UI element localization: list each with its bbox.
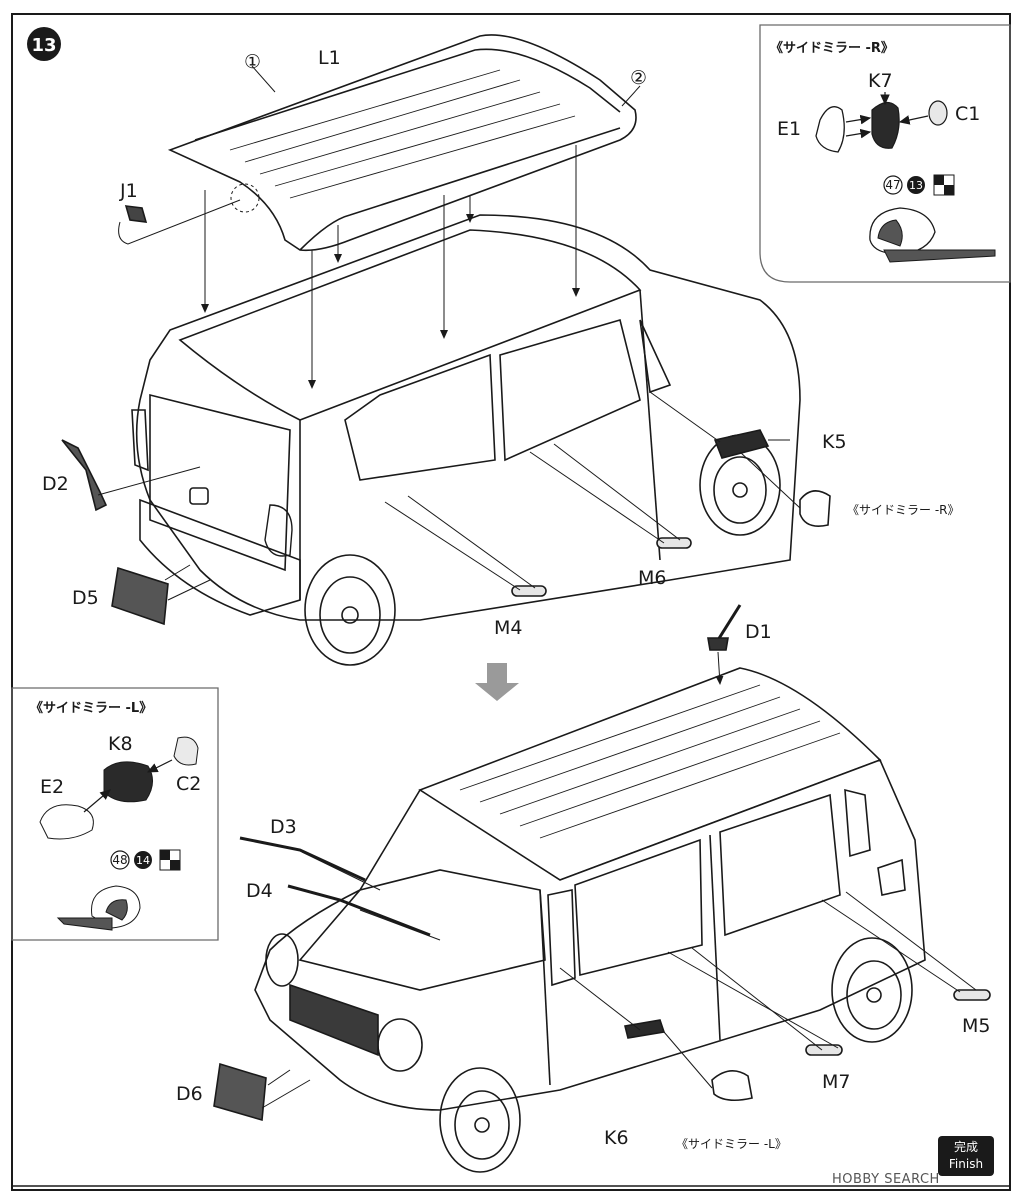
part-M7: M7	[822, 1071, 850, 1093]
step-ref-13: 13	[909, 179, 923, 192]
upper-car	[61, 34, 831, 666]
step-badge: 13	[27, 27, 61, 61]
finish-jp: 完成	[953, 1140, 978, 1154]
upper-labels: L1 ① ② J1 D2 D5 M4 M6 K5 《サイドミラー -R》	[42, 47, 959, 639]
part-K5: K5	[822, 431, 847, 453]
checker-icon	[159, 849, 181, 871]
part-D6: D6	[176, 1083, 203, 1105]
mirror-shell-e2	[39, 804, 94, 840]
lower-guides	[261, 651, 977, 1109]
paint-ref-48: 48	[112, 853, 127, 867]
part-M6: M6	[638, 567, 666, 589]
part-D4: D4	[246, 880, 273, 902]
inset-right-mirror: 《サイドミラー -R》 K7 E1 C1 47 13	[759, 24, 1011, 283]
next-arrow-icon	[475, 663, 519, 701]
finish-badge: 完成 Finish	[938, 1136, 994, 1176]
paint-ref-47: 47	[885, 178, 900, 192]
mirror-base-k8	[103, 761, 153, 803]
part-C1: C1	[955, 103, 980, 125]
part-D1: D1	[745, 621, 772, 643]
lower-mirror-label: 《サイドミラー -L》	[676, 1137, 787, 1151]
step-ref-14: 14	[136, 854, 150, 867]
mirror-base-k7	[871, 101, 900, 149]
part-K8: K8	[108, 733, 133, 755]
part-E1: E1	[777, 118, 801, 140]
part-C2: C2	[176, 773, 201, 795]
inset-left-mirror: 《サイドミラー -L》 K8 E2 C2 48 14	[11, 687, 219, 941]
step-number: 13	[31, 35, 56, 56]
mirror-glass-c2	[173, 736, 199, 766]
part-L1: L1	[318, 47, 341, 69]
part-D3: D3	[270, 816, 297, 838]
inset-left-title: 《サイドミラー -L》	[30, 700, 152, 716]
upper-guides	[97, 65, 801, 601]
part-M5: M5	[962, 1015, 990, 1037]
part-E2: E2	[40, 776, 64, 798]
part-K7: K7	[868, 70, 893, 92]
page-frame	[11, 13, 1011, 1191]
mirror-glass-c1	[928, 100, 948, 126]
part-J1: J1	[119, 180, 138, 202]
lower-labels: D1 D3 D4 D6 K6 M5 M7 《サイドミラー -L》	[176, 621, 990, 1151]
mirror-shell-e1	[815, 106, 845, 153]
upper-mirror-label: 《サイドミラー -R》	[847, 503, 959, 517]
part-D2: D2	[42, 473, 69, 495]
lower-car	[213, 604, 991, 1173]
inset-right-title: 《サイドミラー -R》	[770, 40, 894, 56]
marker-1: ①	[244, 51, 261, 73]
marker-2: ②	[630, 67, 647, 89]
part-M4: M4	[494, 617, 522, 639]
checker-icon	[933, 174, 955, 196]
finish-en: Finish	[948, 1157, 984, 1171]
watermark: HOBBY SEARCH	[832, 1172, 940, 1187]
part-D5: D5	[72, 587, 99, 609]
part-K6: K6	[604, 1127, 629, 1149]
